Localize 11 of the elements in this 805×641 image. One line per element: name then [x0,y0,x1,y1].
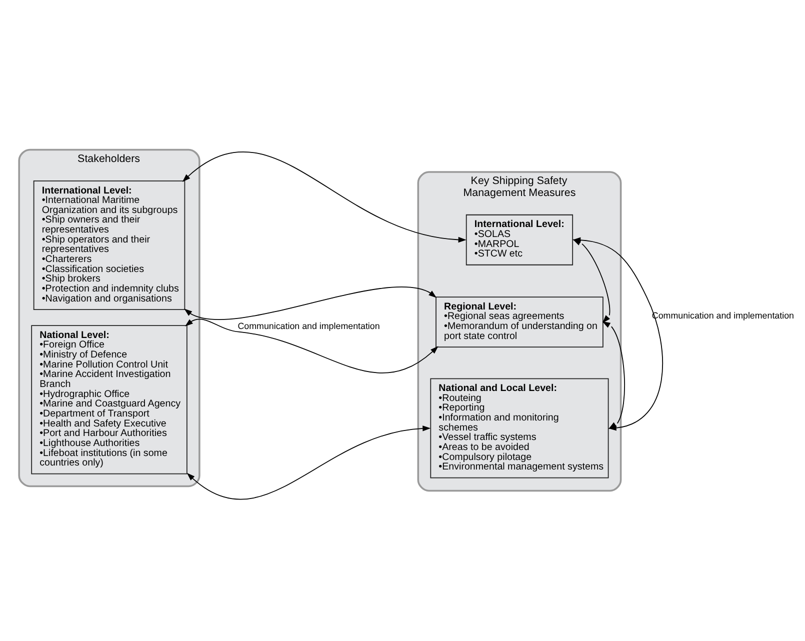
node-box: National Level: •Foreign Office •Ministry of Defence •Marine Pollution Control Unit •Marine Accident Investigation Branch •Hydrographic Office •Marine and Coastguard Agency •Department of Transport •Health and Safety Executive •Port and Harbour Authorities •Lighthouse Authorities •Lifeboat institutions (in some countries only) [31,324,188,474]
node-box: National and Local Level: •Routeing •Reporting •Information and monitoring schemes •Vessel traffic systems •Areas to be avoided •Compulsory pilotage •Environmental management systems [430,378,609,478]
node-box: Regional Level: •Regional seas agreements •Memorandum of understanding on port state control [436,296,604,347]
arrow [602,320,625,428]
node-box: International Level: •SOLAS •MARPOL •STCW etc [466,214,574,265]
arrow [184,318,438,373]
arrow [186,425,431,500]
node-box: International Level: •International Maritime Organization and its subgroups •Ship owners and their representatives •Ship operators and their representatives •Charterers •Classification societies •Ship brokers •Protection and indemnity clubs •Navigation and organisations [33,180,186,310]
edge-label: Communication and implementation [238,320,380,331]
arrow [182,151,466,242]
arrow [184,286,437,320]
